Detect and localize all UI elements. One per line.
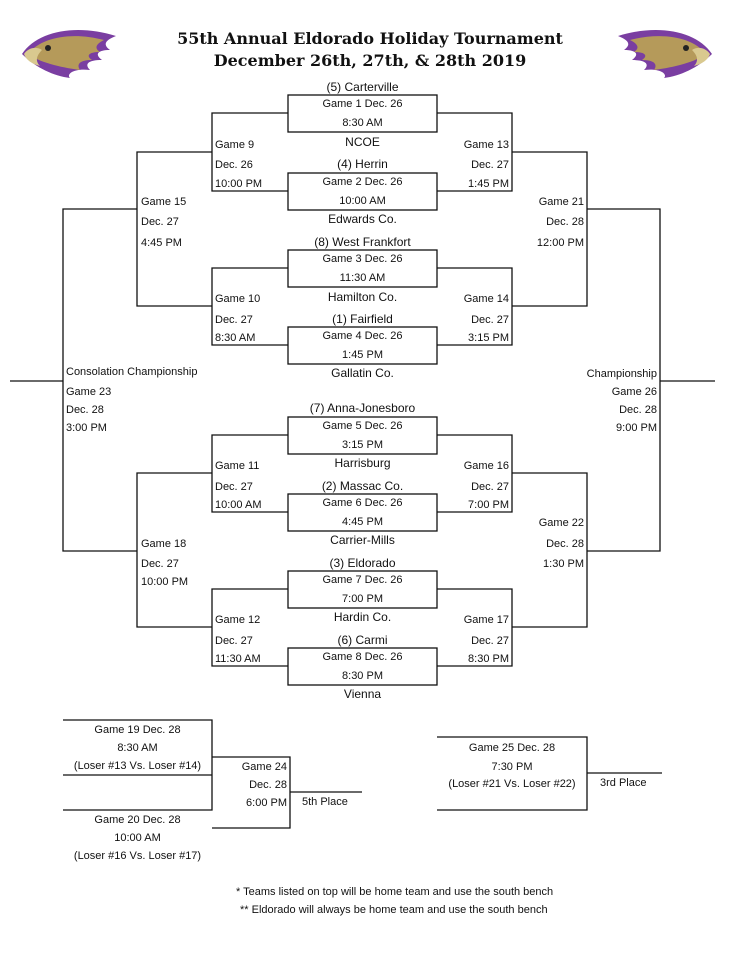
game-date: Dec. 27 xyxy=(141,216,179,228)
game-time: 8:30 AM xyxy=(342,117,383,129)
game-date: Dec. 27 xyxy=(141,558,179,570)
game-date: Dec. 28 xyxy=(249,779,287,791)
game-label: Game 24 xyxy=(241,761,287,773)
game-label: Game 13 xyxy=(463,139,509,151)
game-label: Game 18 xyxy=(141,538,187,550)
game-time: 6:00 PM xyxy=(246,797,287,809)
game-label: Game 1 Dec. 26 xyxy=(322,98,403,110)
team-bottom: Harrisburg xyxy=(334,456,391,470)
championship-label: Championship xyxy=(586,368,657,380)
game-date: Dec. 26 xyxy=(215,159,253,171)
game-label: Game 19 Dec. 28 xyxy=(94,724,181,736)
team-top: (7) Anna-Jonesboro xyxy=(309,401,416,415)
game-label: Game 3 Dec. 26 xyxy=(322,253,403,265)
game-label: Game 14 xyxy=(463,293,509,305)
game-date: Dec. 27 xyxy=(471,635,509,647)
game-label: Game 21 xyxy=(538,196,584,208)
team-bottom: Hamilton Co. xyxy=(327,290,398,304)
third-place-label: 3rd Place xyxy=(600,777,647,789)
game-time: 9:00 PM xyxy=(616,422,657,434)
game-date: Dec. 27 xyxy=(471,314,509,326)
game-time: 4:45 PM xyxy=(141,237,182,249)
game-label: Game 6 Dec. 26 xyxy=(322,497,403,509)
tournament-dates: December 26th, 27th, & 28th 2019 xyxy=(213,51,527,70)
team-bottom: NCOE xyxy=(345,135,380,149)
game-time: 3:15 PM xyxy=(468,332,509,344)
game-label: Game 8 Dec. 26 xyxy=(322,651,403,663)
game-label: Game 17 xyxy=(463,614,509,626)
game-time: 11:30 AM xyxy=(215,653,261,665)
game-time: 10:00 AM xyxy=(215,499,262,511)
game-time: 7:00 PM xyxy=(342,593,383,605)
game-time: 12:00 PM xyxy=(536,237,584,249)
eagle-logo-left xyxy=(22,30,116,78)
note-eldorado: ** Eldorado will always be home team and… xyxy=(240,904,548,916)
team-top: (2) Massac Co. xyxy=(321,479,404,493)
game-time: 3:00 PM xyxy=(66,422,107,434)
game-label: Game 20 Dec. 28 xyxy=(94,814,181,826)
game-date: Dec. 28 xyxy=(546,538,584,550)
game-time: 3:15 PM xyxy=(342,439,383,451)
game-label: Game 11 xyxy=(215,460,260,472)
game-label: Game 25 Dec. 28 xyxy=(468,742,556,754)
game-matchup: (Loser #13 Vs. Loser #14) xyxy=(73,760,202,772)
game-label: Game 2 Dec. 26 xyxy=(322,176,403,188)
game-time: 11:30 AM xyxy=(339,272,386,284)
game-date: Dec. 27 xyxy=(215,481,253,493)
game-time: 7:00 PM xyxy=(468,499,509,511)
game-time: 1:45 PM xyxy=(468,178,509,190)
game-matchup: (Loser #21 Vs. Loser #22) xyxy=(448,778,576,790)
game-date: Dec. 28 xyxy=(546,216,584,228)
game-label: Game 7 Dec. 26 xyxy=(322,574,403,586)
team-bottom: Gallatin Co. xyxy=(331,366,394,380)
game-time: 1:45 PM xyxy=(342,349,383,361)
game-label: Game 10 xyxy=(215,293,261,305)
team-top: (5) Carterville xyxy=(326,80,399,94)
game-time: 8:30 AM xyxy=(117,742,158,754)
game-date: Dec. 27 xyxy=(215,635,253,647)
game-date: Dec. 28 xyxy=(619,404,657,416)
game-label: Game 26 xyxy=(611,386,657,398)
game-label: Game 23 xyxy=(66,386,112,398)
game-date: Dec. 28 xyxy=(66,404,104,416)
game-time: 8:30 AM xyxy=(215,332,256,344)
tournament-title: 55th Annual Eldorado Holiday Tournament xyxy=(177,29,563,48)
game-label: Game 5 Dec. 26 xyxy=(322,420,403,432)
game-label: Game 12 xyxy=(215,614,261,626)
game-label: Game 4 Dec. 26 xyxy=(322,330,403,342)
game-label: Game 9 xyxy=(215,139,255,151)
game-date: Dec. 27 xyxy=(471,481,509,493)
note-home-team: * Teams listed on top will be home team … xyxy=(236,886,554,898)
game-label: Game 16 xyxy=(463,460,509,472)
fifth-place-label: 5th Place xyxy=(302,796,348,808)
game-time: 7:30 PM xyxy=(491,761,533,773)
game-time: 1:30 PM xyxy=(543,558,584,570)
game-time: 4:45 PM xyxy=(342,516,383,528)
game-label: Game 22 xyxy=(538,517,584,529)
team-bottom: Carrier-Mills xyxy=(330,533,395,547)
team-top: (4) Herrin xyxy=(337,157,388,171)
game-time: 10:00 PM xyxy=(141,576,189,588)
game-date: Dec. 27 xyxy=(471,159,509,171)
eagle-logo-right xyxy=(618,30,712,78)
game-time: 10:00 AM xyxy=(339,195,386,207)
game-matchup: (Loser #16 Vs. Loser #17) xyxy=(73,850,202,862)
game-time: 8:30 PM xyxy=(342,670,383,682)
team-top: (6) Carmi xyxy=(337,633,388,647)
team-top: (8) West Frankfort xyxy=(314,235,411,249)
team-top: (1) Fairfield xyxy=(332,312,393,326)
game-date: Dec. 27 xyxy=(215,314,253,326)
game-label: Game 15 xyxy=(141,196,187,208)
game-time: 10:00 PM xyxy=(215,178,263,190)
team-bottom: Hardin Co. xyxy=(333,610,392,624)
team-bottom: Vienna xyxy=(343,687,382,701)
consolation-label: Consolation Championship xyxy=(66,366,198,378)
team-bottom: Edwards Co. xyxy=(328,212,397,226)
team-top: (3) Eldorado xyxy=(329,556,396,570)
game-time: 10:00 AM xyxy=(114,832,161,844)
game-time: 8:30 PM xyxy=(468,653,509,665)
